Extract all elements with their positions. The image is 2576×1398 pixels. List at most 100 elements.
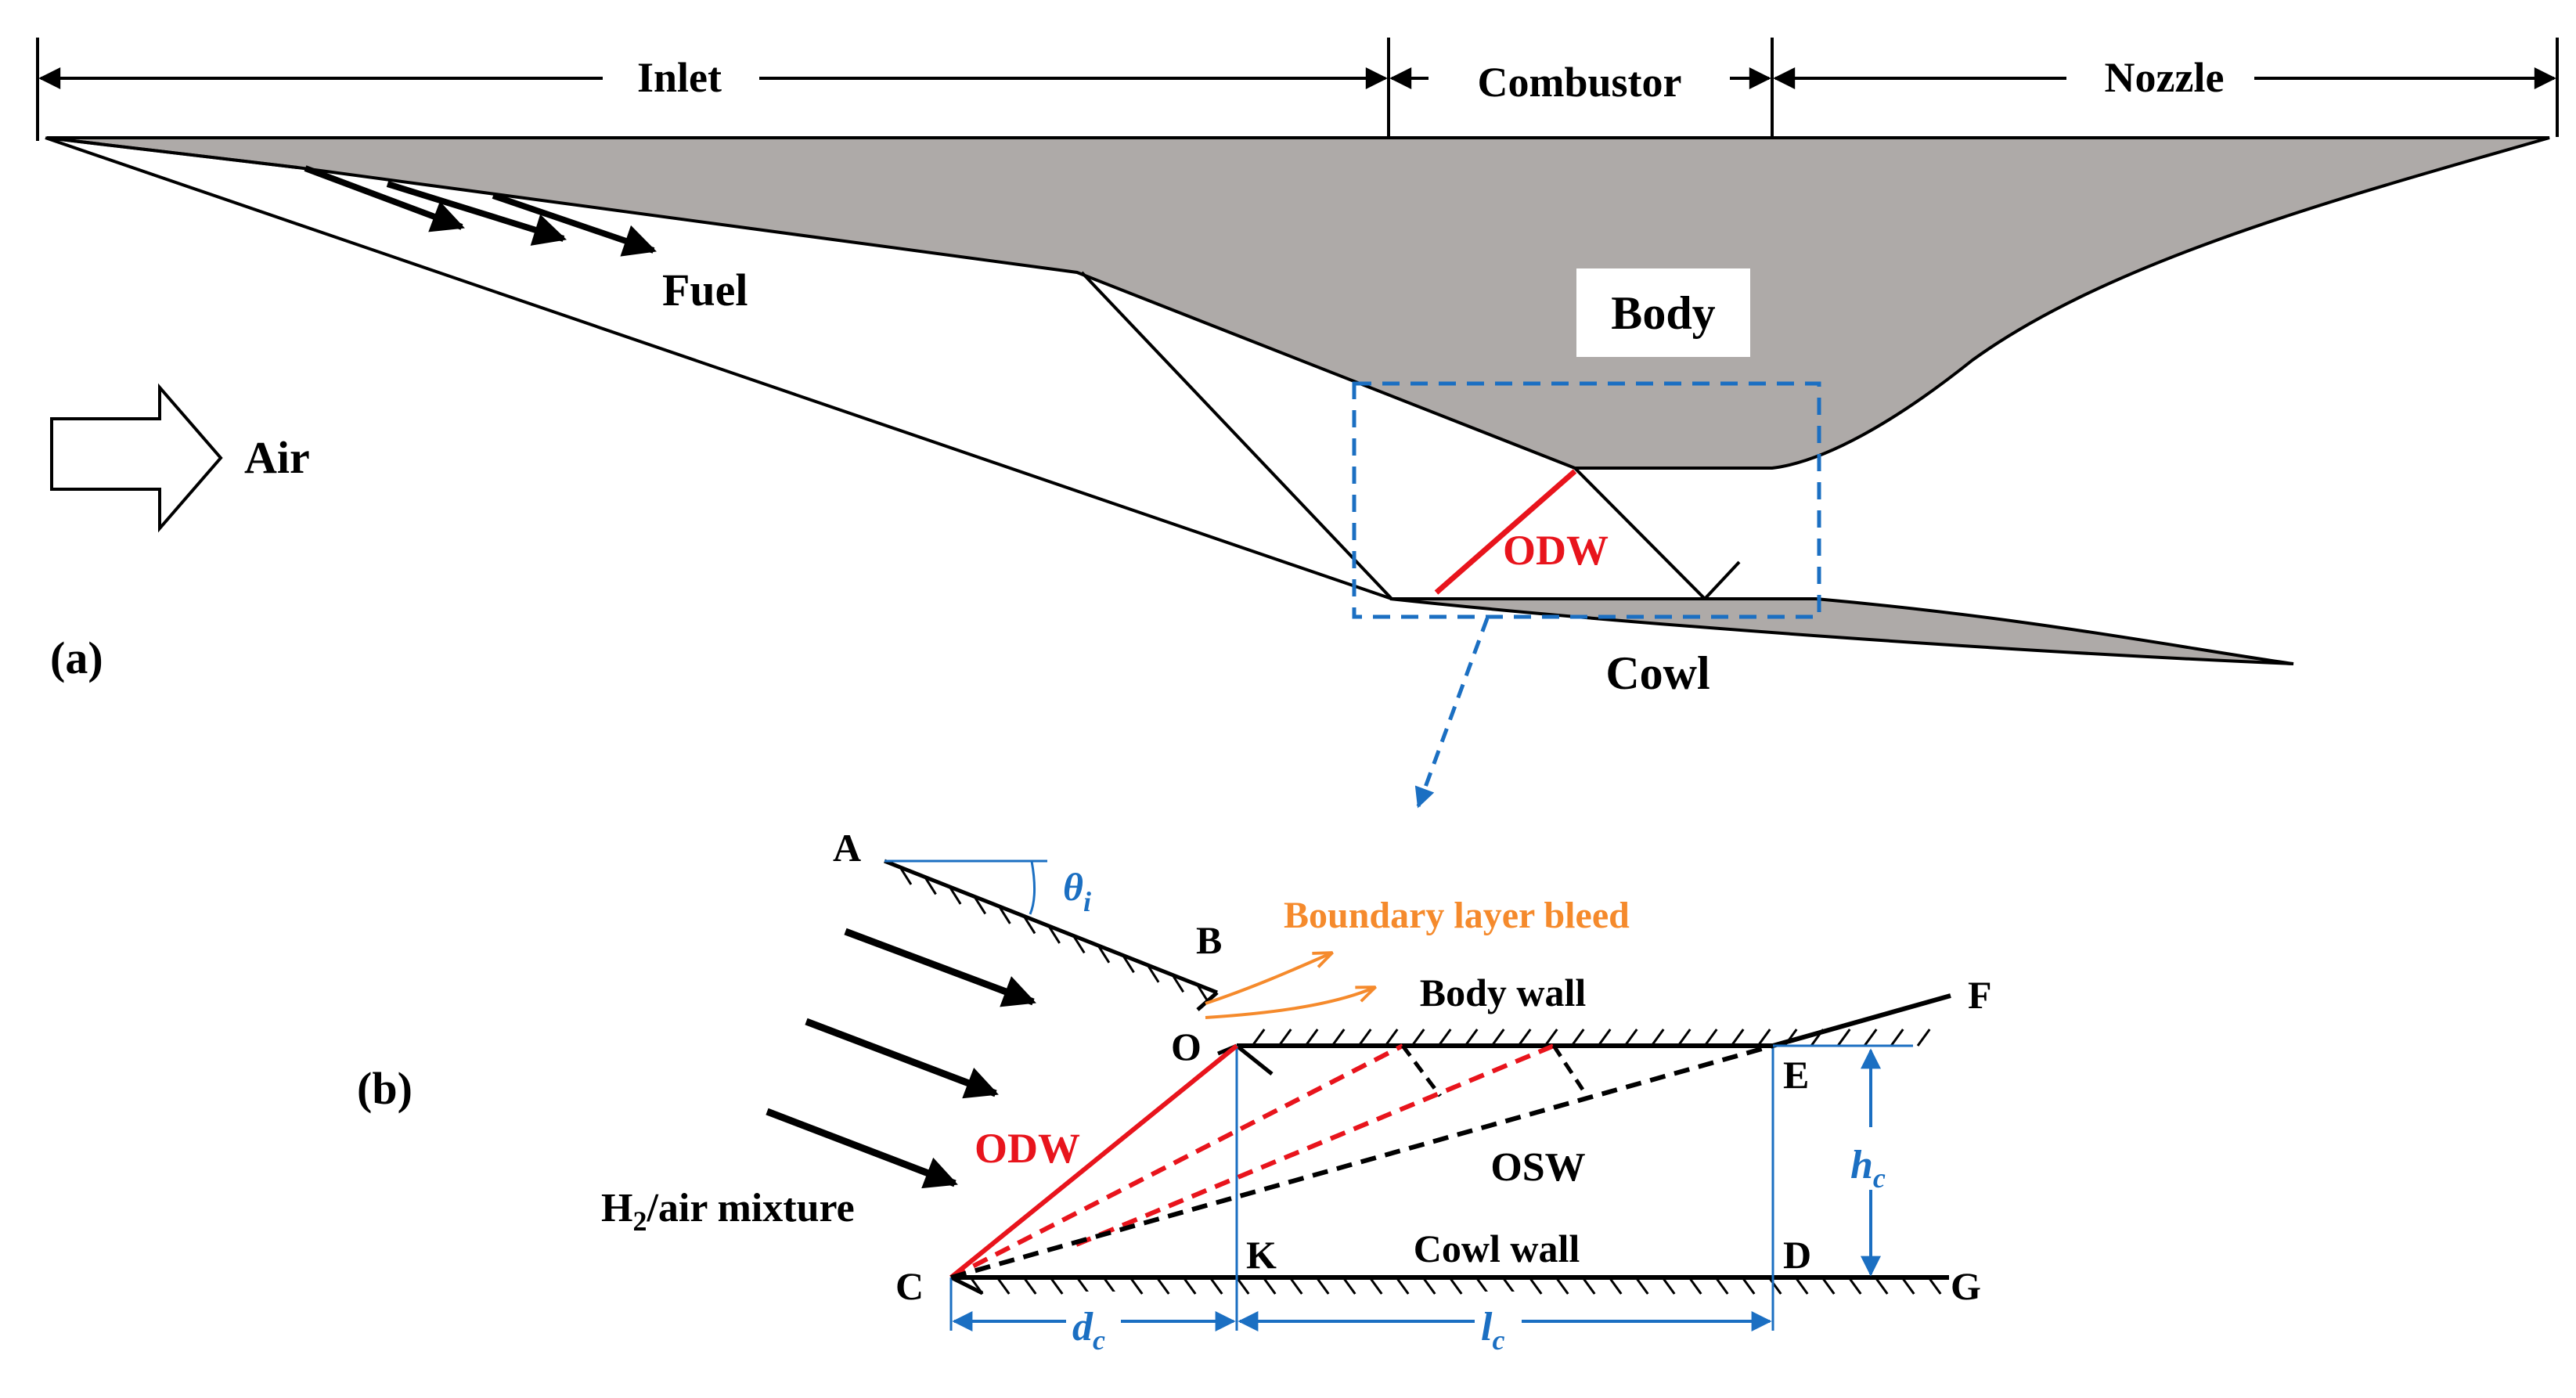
hatch-mark bbox=[1490, 1029, 1505, 1047]
red-dashed-lines bbox=[949, 1043, 1555, 1280]
hatch-mark bbox=[1623, 1029, 1638, 1047]
hatch-mark bbox=[1650, 1029, 1665, 1047]
inlet-label: Inlet bbox=[637, 54, 722, 101]
hatch-mark bbox=[1196, 984, 1209, 1003]
point-g: G bbox=[1951, 1264, 1981, 1308]
mixture-label: H2/air mixture bbox=[601, 1186, 855, 1237]
point-k: K bbox=[1246, 1233, 1277, 1277]
reflected-dashes bbox=[1401, 1044, 1585, 1097]
hatch-mark bbox=[948, 886, 962, 905]
hatch-mark bbox=[1049, 1277, 1064, 1295]
body-wall-ef bbox=[1772, 993, 1951, 1048]
panel-a: Inlet Combustor Nozzle ODW Fuel Air Body bbox=[36, 38, 2559, 809]
hatch-mark bbox=[924, 876, 937, 895]
hatch-mark bbox=[1384, 1029, 1399, 1047]
body-underside-line bbox=[46, 136, 298, 169]
hatch-mark bbox=[1863, 1029, 1878, 1047]
hatch-mark bbox=[1783, 1029, 1798, 1047]
body-label: Body bbox=[1611, 287, 1715, 339]
panel-a-label: (a) bbox=[50, 632, 103, 683]
odw-label-a: ODW bbox=[1503, 527, 1609, 574]
hatch-mark bbox=[1836, 1029, 1851, 1047]
hatch-mark bbox=[1608, 1277, 1623, 1295]
hatch-mark bbox=[1421, 1277, 1436, 1295]
hatch-mark bbox=[1581, 1277, 1596, 1295]
hatch-mark bbox=[1342, 1277, 1356, 1295]
hatch-mark bbox=[1528, 1277, 1543, 1295]
hatch-mark bbox=[1022, 915, 1036, 935]
hatch-mark bbox=[1182, 1277, 1197, 1295]
odw-label-b: ODW bbox=[975, 1125, 1080, 1172]
hatch-mark bbox=[1730, 1029, 1745, 1047]
dc-label: dc bbox=[1072, 1305, 1105, 1356]
hatch-mark bbox=[969, 1277, 984, 1295]
hatch-mark bbox=[1022, 1277, 1037, 1295]
hatch-mark bbox=[1075, 1277, 1090, 1295]
point-d: D bbox=[1783, 1233, 1811, 1277]
hatch-mark bbox=[1251, 1029, 1266, 1047]
hatch-mark bbox=[1448, 1277, 1463, 1295]
nozzle-label: Nozzle bbox=[2105, 54, 2225, 101]
zoom-pointer bbox=[1414, 618, 1490, 809]
fuel-label: Fuel bbox=[662, 265, 748, 315]
point-e: E bbox=[1783, 1053, 1809, 1097]
hatch-mark bbox=[998, 906, 1011, 924]
shock-lines bbox=[1080, 271, 1741, 600]
hatch-mark bbox=[1146, 964, 1160, 983]
cowl-wall-label: Cowl wall bbox=[1414, 1227, 1580, 1270]
body-wall-label: Body wall bbox=[1420, 971, 1587, 1014]
cowl-label: Cowl bbox=[1605, 647, 1710, 699]
hatch-mark bbox=[1171, 974, 1185, 993]
hatch-mark bbox=[1927, 1277, 1942, 1295]
combustor-label: Combustor bbox=[1477, 59, 1681, 106]
bleed-label: Boundary layer bleed bbox=[1284, 895, 1630, 936]
flow-arrows bbox=[766, 928, 1036, 1189]
hatch-mark bbox=[1410, 1029, 1425, 1047]
hatch-mark bbox=[1102, 1277, 1117, 1295]
hatch-mark bbox=[1821, 1277, 1836, 1295]
point-c: C bbox=[895, 1264, 924, 1308]
hatch-mark bbox=[1544, 1029, 1558, 1047]
hatch-mark bbox=[1517, 1029, 1532, 1047]
cowl-wall-hatching bbox=[969, 1277, 1942, 1295]
osw-line bbox=[950, 1043, 1774, 1280]
theta-arc bbox=[1029, 860, 1036, 915]
body-label-box bbox=[1576, 268, 1750, 357]
hatch-mark bbox=[1288, 1277, 1303, 1295]
hatch-mark bbox=[1570, 1029, 1585, 1047]
hatch-mark bbox=[1047, 925, 1061, 944]
hatch-mark bbox=[1810, 1029, 1825, 1047]
hatch-mark bbox=[1437, 1029, 1452, 1047]
panel-b-label: (b) bbox=[357, 1063, 413, 1114]
hatch-mark bbox=[1368, 1277, 1383, 1295]
wall-ab-hatching bbox=[899, 867, 1209, 1003]
hatch-mark bbox=[973, 895, 987, 915]
hc-label-bg bbox=[1844, 1127, 1899, 1190]
hatch-mark bbox=[1209, 1277, 1223, 1295]
hatch-mark bbox=[1634, 1277, 1649, 1295]
zoom-box bbox=[1352, 381, 1821, 619]
hatch-mark bbox=[996, 1277, 1011, 1295]
hatch-mark bbox=[1900, 1277, 1915, 1295]
wall-ab-tip bbox=[1196, 991, 1219, 1011]
hatch-mark bbox=[1304, 1029, 1319, 1047]
hatch-mark bbox=[1847, 1277, 1862, 1295]
hatch-mark bbox=[1677, 1029, 1692, 1047]
hatch-mark bbox=[1741, 1277, 1756, 1295]
section-dimension-bar bbox=[36, 38, 2559, 141]
fuel-arrows bbox=[304, 165, 657, 257]
air-label: Air bbox=[244, 432, 310, 483]
hatch-mark bbox=[1890, 1029, 1904, 1047]
hatch-mark bbox=[1315, 1277, 1330, 1295]
body-wall-hatching bbox=[1251, 1029, 1931, 1047]
hatch-mark bbox=[1122, 954, 1135, 974]
hatch-mark bbox=[1235, 1277, 1250, 1295]
lc-label: lc bbox=[1481, 1305, 1504, 1356]
body-shape bbox=[46, 136, 2550, 470]
hatch-mark bbox=[1794, 1277, 1809, 1295]
odw-line-a bbox=[1434, 469, 1577, 595]
odw-line-b bbox=[949, 1043, 1238, 1280]
hatch-mark bbox=[1874, 1277, 1889, 1295]
hatch-mark bbox=[1501, 1277, 1516, 1295]
